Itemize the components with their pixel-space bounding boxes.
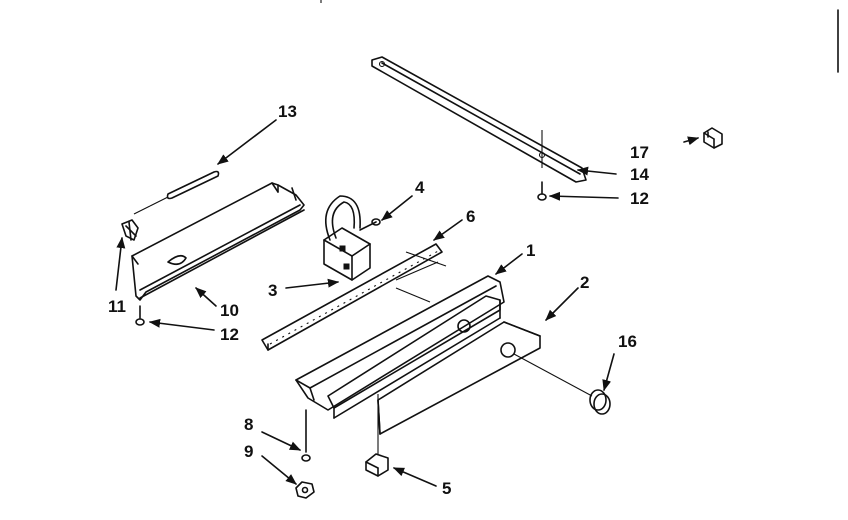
callout-6: 6	[466, 207, 475, 226]
part-10-left-bracket	[131, 182, 305, 301]
callout-3: 3	[268, 281, 277, 300]
callout-labels: 13 4 6 1 2 3 16 17 14 12 12 10 11 8 9 5	[108, 102, 649, 498]
callout-12-right: 12	[630, 189, 649, 208]
callout-12-left: 12	[220, 325, 239, 344]
callout-5: 5	[442, 479, 451, 498]
part-4-screw	[359, 218, 381, 231]
callout-1: 1	[526, 241, 535, 260]
callout-2: 2	[580, 273, 589, 292]
callout-8: 8	[244, 415, 253, 434]
part-16-knob	[513, 353, 611, 415]
callout-17: 17	[630, 143, 649, 162]
part-12-screw-right	[537, 181, 547, 201]
callout-10: 10	[220, 301, 239, 320]
callout-13: 13	[278, 102, 297, 121]
part-13-element	[133, 170, 220, 215]
callout-16: 16	[618, 332, 637, 351]
page-edge-marks	[320, 0, 839, 73]
part-3-switch	[323, 195, 371, 281]
part-8-screw	[301, 409, 311, 462]
callout-14: 14	[630, 165, 649, 184]
part-2-panel	[377, 321, 541, 435]
part-6-strip	[261, 243, 443, 351]
part-9-nut	[295, 481, 315, 499]
callout-11: 11	[108, 297, 126, 316]
leader-arrows	[115, 119, 700, 487]
part-17-clip	[703, 127, 723, 149]
callout-4: 4	[415, 178, 425, 197]
part-12-screw-left	[135, 305, 145, 326]
part-11-clip	[121, 219, 139, 241]
part-1-frame	[295, 251, 505, 419]
part-5-foot	[365, 394, 389, 477]
part-14-top-rail	[371, 56, 587, 183]
callout-9: 9	[244, 442, 253, 461]
